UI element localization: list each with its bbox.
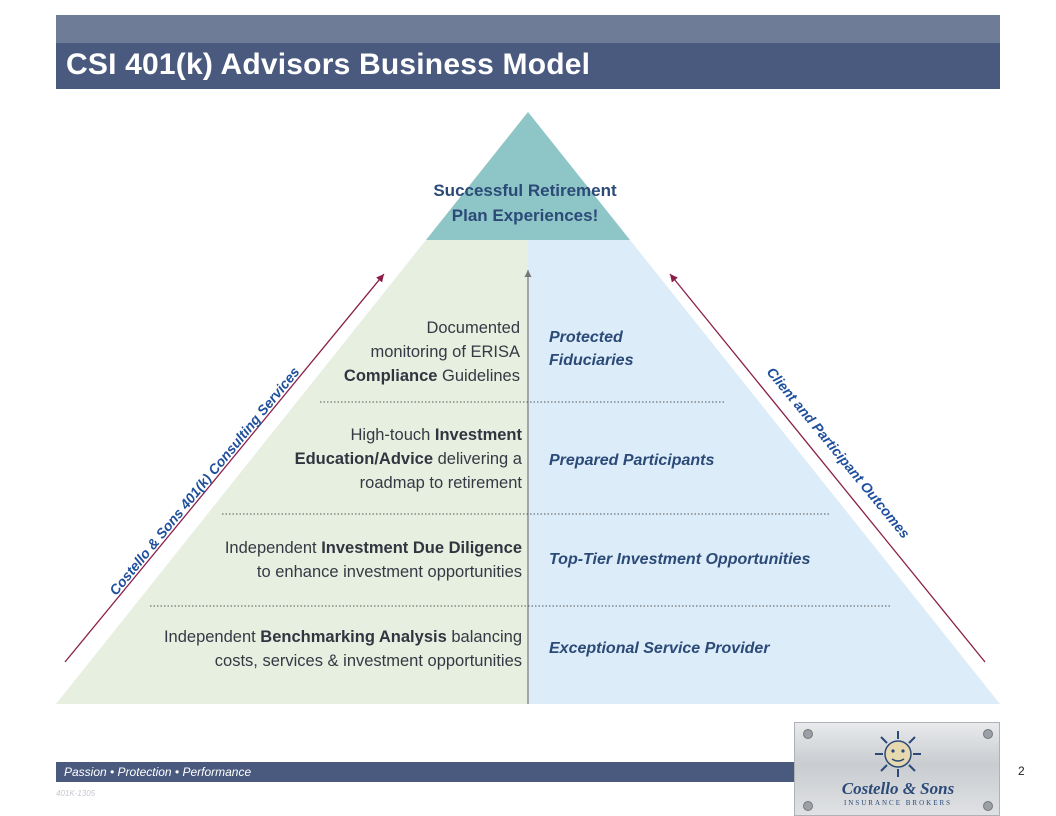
- logo-name: Costello & Sons: [841, 779, 955, 798]
- left-item-bold: Education/Advice: [294, 450, 434, 468]
- left-item-line: High-touch Investment: [232, 423, 523, 447]
- left-item-line: roadmap to retirement: [359, 474, 522, 492]
- left-item-bold: Benchmarking Analysis: [260, 628, 447, 646]
- right-item-fiduciaries: Protected Fiduciaries: [549, 326, 633, 372]
- left-item-line: monitoring of ERISA: [370, 343, 520, 361]
- right-item-participants: Prepared Participants: [549, 452, 715, 469]
- right-item-service: Exceptional Service Provider: [549, 640, 770, 657]
- right-side-arrow: [669, 273, 986, 663]
- title-band: [56, 43, 1000, 89]
- left-item-text: delivering a: [433, 450, 522, 468]
- title-bar: CSI 401(k) Advisors Business Model: [56, 15, 1000, 89]
- left-item-text: High-touch: [350, 426, 435, 444]
- company-logo: Costello & Sons INSURANCE BROKERS: [794, 722, 1000, 816]
- left-item-bold: Compliance: [343, 367, 438, 385]
- left-item-text: Guidelines: [437, 367, 520, 385]
- left-side-arrow: [64, 273, 385, 663]
- left-item-compliance: Documented monitoring of ERISA Complianc…: [300, 316, 520, 388]
- bolt-icon: [803, 729, 813, 739]
- left-item-line: to enhance investment opportunities: [256, 563, 522, 581]
- page-title: CSI 401(k) Advisors Business Model: [66, 48, 591, 81]
- right-item-line: Protected: [549, 329, 623, 346]
- left-item-bold: Investment Due Diligence: [321, 539, 522, 557]
- left-item-line: Education/Advice delivering a: [232, 447, 522, 471]
- bolt-icon: [803, 801, 813, 811]
- right-item-investment: Top-Tier Investment Opportunities: [549, 551, 811, 568]
- left-item-line: costs, services & investment opportuniti…: [214, 652, 522, 670]
- left-item-due-diligence: Independent Investment Due Diligence to …: [172, 536, 522, 584]
- left-item-benchmarking: Independent Benchmarking Analysis balanc…: [100, 625, 522, 673]
- bolt-icon: [983, 729, 993, 739]
- apex-line-1: Successful Retirement: [433, 181, 617, 200]
- left-item-bold: Investment: [434, 426, 522, 444]
- left-item-line: Independent Benchmarking Analysis balanc…: [100, 625, 522, 649]
- document-code: 401K-1305: [56, 789, 96, 798]
- page-number: 2: [1018, 764, 1025, 778]
- pyramid-left-half: [56, 112, 528, 704]
- footer-tagline: Passion • Protection • Performance: [64, 765, 252, 779]
- left-item-text: Independent: [163, 628, 261, 646]
- left-item-line: Independent Investment Due Diligence: [172, 536, 522, 560]
- left-item-text: Independent: [224, 539, 322, 557]
- pyramid-right-half: [528, 112, 1000, 704]
- apex-label: Successful Retirement Plan Experiences!: [380, 178, 670, 228]
- left-item-education: High-touch Investment Education/Advice d…: [232, 423, 522, 495]
- logo-subtitle: INSURANCE BROKERS: [843, 799, 953, 807]
- right-item-line: Fiduciaries: [549, 352, 634, 369]
- title-accent-strip: [56, 15, 1000, 43]
- left-item-line: Documented: [426, 319, 520, 337]
- sun-face-icon: [875, 731, 921, 777]
- left-item-line: Compliance Guidelines: [300, 364, 520, 388]
- left-item-text: balancing: [446, 628, 522, 646]
- apex-line-2: Plan Experiences!: [451, 206, 599, 225]
- footer-bar: Passion • Protection • Performance: [56, 762, 800, 782]
- bolt-icon: [983, 801, 993, 811]
- pyramid-apex: [426, 112, 630, 240]
